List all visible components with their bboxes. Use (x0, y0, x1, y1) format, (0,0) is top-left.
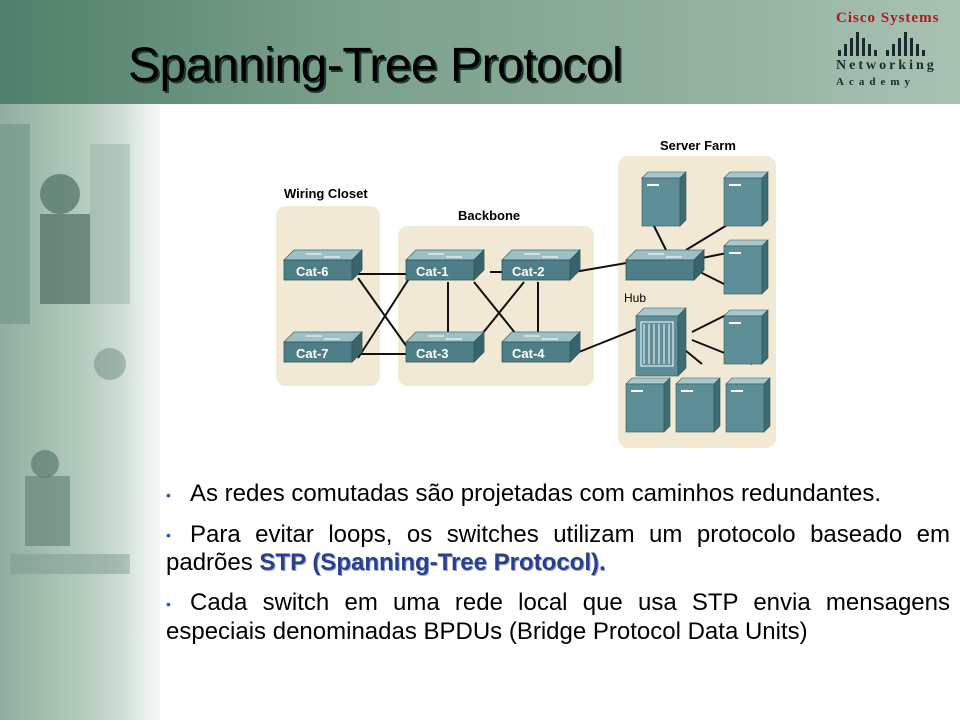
cisco-networking-academy-logo: Cisco Systems Networking Academy (836, 10, 952, 88)
server-icon (723, 239, 769, 295)
bullet-emphasis: STP (Spanning-Tree Protocol). (259, 549, 606, 577)
server-farm-label: Server Farm (660, 138, 736, 153)
server-icon (723, 171, 769, 227)
bullet-text: Cada switch em uma rede local que usa ST… (166, 589, 950, 645)
server-icon (675, 377, 721, 433)
server-farm-switch (625, 249, 705, 281)
server-icon (725, 377, 771, 433)
bullet-item: •Para evitar loops, os switches utilizam… (166, 521, 950, 578)
switch-cat-1: Cat-1 (405, 249, 485, 281)
bullet-text: As redes comutadas são projetadas com ca… (190, 480, 882, 507)
bullet-dot-icon: • (166, 595, 171, 612)
switch-label: Cat-3 (416, 346, 449, 361)
bullet-dot-icon: • (166, 527, 171, 544)
title-bar (0, 0, 960, 104)
switch-label: Cat-1 (416, 264, 449, 279)
switch-cat-7: Cat-7 (283, 331, 363, 363)
switch-cat-6: Cat-6 (283, 249, 363, 281)
bullet-list: • As redes comutadas são projetadas com c… (166, 480, 950, 658)
switch-cat-2: Cat-2 (501, 249, 581, 281)
network-diagram: Wiring Closet Backbone Server Farm Hub (276, 138, 776, 448)
server-icon (625, 377, 671, 433)
server-icon (641, 171, 687, 227)
wiring-closet-label: Wiring Closet (284, 186, 368, 201)
switch-cat-4: Cat-4 (501, 331, 581, 363)
bullet-dot-icon: • (166, 486, 171, 503)
bullet-item: • As redes comutadas são projetadas com c… (166, 480, 950, 509)
switch-label: Cat-6 (296, 264, 329, 279)
switch-label: Cat-7 (296, 346, 329, 361)
slide-title: Spanning-Tree Protocol (128, 39, 623, 92)
switch-label: Cat-2 (512, 264, 545, 279)
photo-fade (0, 104, 200, 720)
server-icon (723, 309, 769, 365)
hub-chassis-icon (635, 307, 687, 377)
bridge-logo-icon (838, 32, 925, 56)
backbone-label: Backbone (458, 208, 520, 223)
switch-cat-3: Cat-3 (405, 331, 485, 363)
logo-line1: Cisco Systems (836, 10, 940, 26)
logo-line3: Academy (836, 76, 915, 88)
bullet-text: Para evitar loops, os switches utilizam … (166, 520, 950, 577)
hub-label: Hub (624, 291, 646, 305)
switch-label: Cat-4 (512, 346, 545, 361)
logo-line2: Networking (836, 58, 937, 73)
bullet-item: •Cada switch em uma rede local que usa S… (166, 589, 950, 646)
